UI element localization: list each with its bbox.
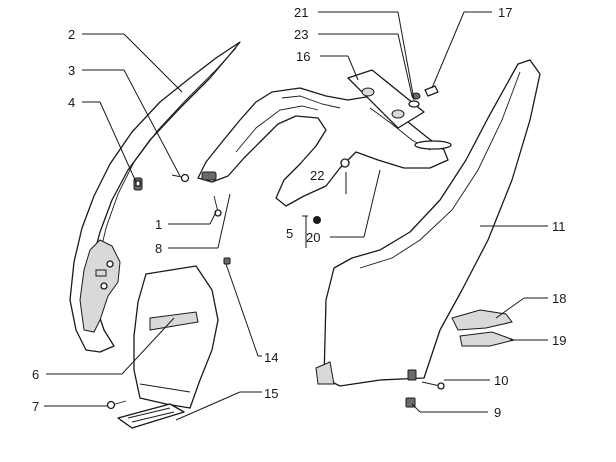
callout-9: 9: [494, 405, 501, 420]
callout-8: 8: [155, 241, 162, 256]
callout-1: 1: [155, 217, 162, 232]
callout-17: 17: [498, 5, 512, 20]
callout-2: 2: [68, 27, 75, 42]
part-lower-panel: [133, 265, 219, 409]
callout-10: 10: [494, 373, 508, 388]
part-frame-cover: [197, 87, 452, 207]
callout-16: 16: [296, 49, 310, 64]
callout-11: 11: [552, 219, 566, 234]
callout-numbers: 2 3 4 1 8 6 7 14 15 16 21 23 17 22 5 20 …: [32, 5, 566, 420]
callout-19: 19: [552, 333, 566, 348]
part-nut-14: [223, 257, 231, 265]
callout-21: 21: [294, 5, 308, 20]
callout-6: 6: [32, 367, 39, 382]
callout-5: 5: [286, 226, 293, 241]
callout-14: 14: [264, 350, 278, 365]
callout-23: 23: [294, 27, 308, 42]
callout-4: 4: [68, 95, 75, 110]
part-decals: [451, 309, 516, 347]
part-side-rail: [69, 41, 241, 353]
callout-7: 7: [32, 399, 39, 414]
callout-15: 15: [264, 386, 278, 401]
callout-22: 22: [310, 168, 324, 183]
leader-lines: [44, 11, 548, 421]
part-screw-3: [171, 173, 190, 183]
callout-18: 18: [552, 291, 566, 306]
part-screw-7: [106, 400, 127, 410]
part-plate: [347, 69, 425, 129]
part-right-panel: [315, 59, 541, 387]
callout-3: 3: [68, 63, 75, 78]
part-grille: [117, 403, 185, 429]
part-bolt-10: [407, 369, 445, 390]
callout-20: 20: [306, 230, 320, 245]
part-nut-dot: [313, 216, 321, 224]
